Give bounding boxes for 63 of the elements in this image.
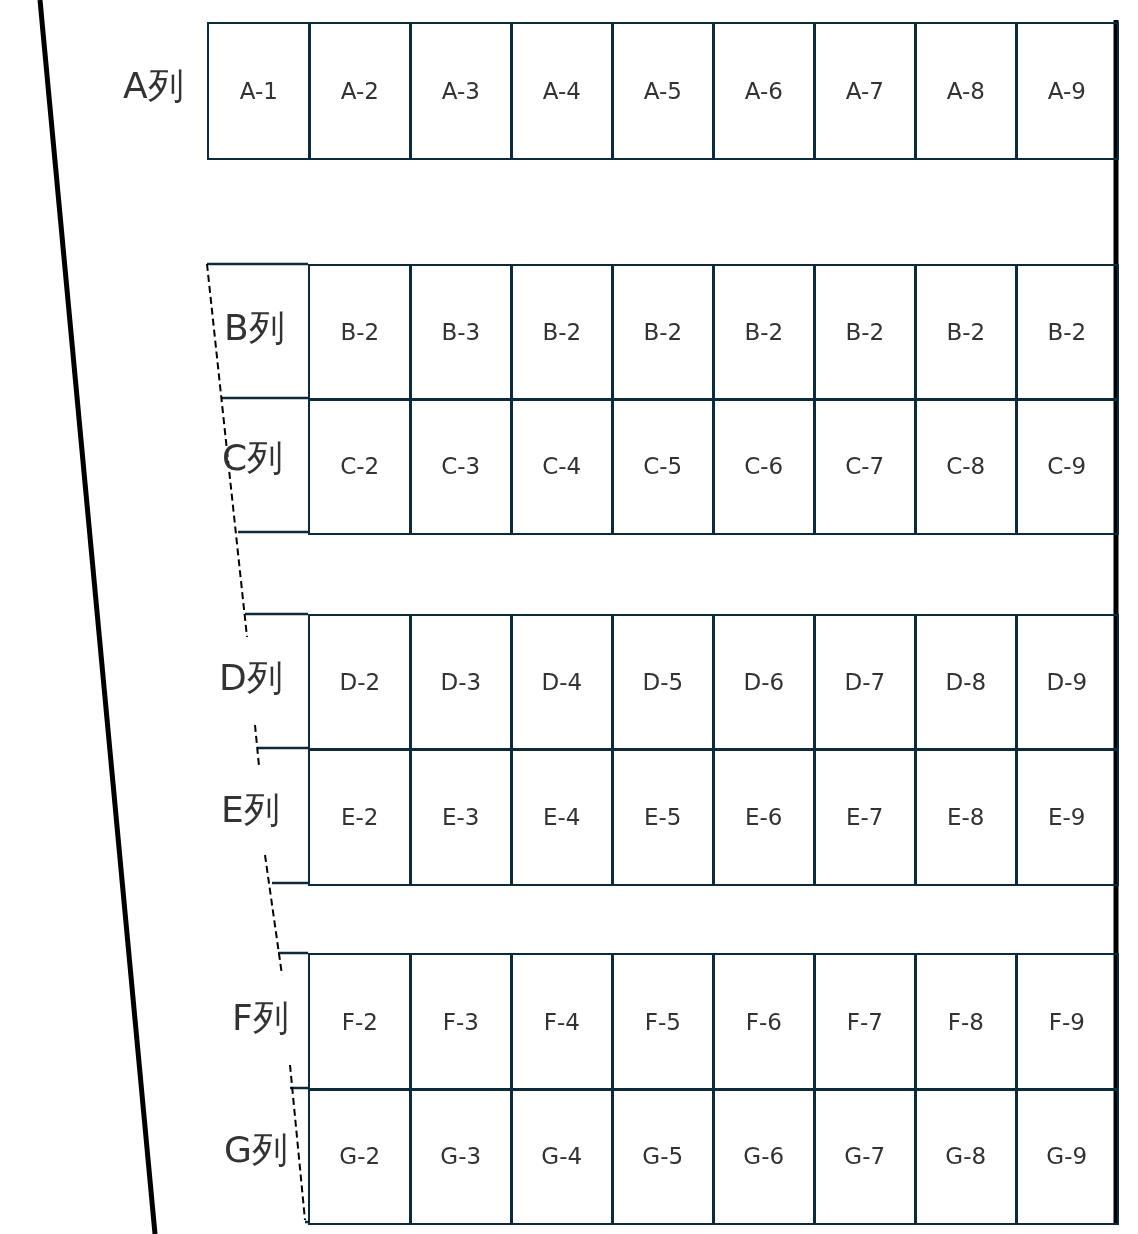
row-label: D列 bbox=[219, 660, 283, 696]
seat-cell: E-2 bbox=[308, 748, 412, 886]
seat-cell: C-8 bbox=[914, 398, 1018, 535]
seat-cell: G-9 bbox=[1015, 1088, 1119, 1225]
seat-cell: F-3 bbox=[409, 953, 513, 1091]
seat-cell: G-8 bbox=[914, 1088, 1018, 1225]
seat-cell: A-2 bbox=[308, 22, 412, 160]
seat-cell: A-5 bbox=[611, 22, 715, 160]
seat-cell: D-8 bbox=[914, 614, 1018, 751]
seat-cell: B-2 bbox=[1015, 264, 1119, 401]
seat-cell: E-8 bbox=[914, 748, 1018, 886]
seat-cell: F-9 bbox=[1015, 953, 1119, 1091]
seat-cell: F-8 bbox=[914, 953, 1018, 1091]
seat-cell: A-9 bbox=[1015, 22, 1119, 160]
seat-cell: A-1 bbox=[207, 22, 311, 160]
row-label: E列 bbox=[221, 792, 280, 828]
seat-cell: F-6 bbox=[712, 953, 816, 1091]
seat-cell: E-7 bbox=[813, 748, 917, 886]
seat-cell: E-3 bbox=[409, 748, 513, 886]
seat-cell: A-4 bbox=[510, 22, 614, 160]
seat-cell: B-2 bbox=[510, 264, 614, 401]
seat-cell: F-2 bbox=[308, 953, 412, 1091]
seat-cell: C-2 bbox=[308, 398, 412, 535]
seat-cell: D-9 bbox=[1015, 614, 1119, 751]
seat-cell: C-9 bbox=[1015, 398, 1119, 535]
seat-cell: A-7 bbox=[813, 22, 917, 160]
seat-cell: D-4 bbox=[510, 614, 614, 751]
seat-cell: E-5 bbox=[611, 748, 715, 886]
seat-cell: G-2 bbox=[308, 1088, 412, 1225]
seat-cell: A-3 bbox=[409, 22, 513, 160]
seat-cell: D-3 bbox=[409, 614, 513, 751]
seat-cell: A-6 bbox=[712, 22, 816, 160]
row-label: G列 bbox=[224, 1132, 288, 1168]
seat-cell: B-2 bbox=[308, 264, 412, 401]
seat-cell: G-4 bbox=[510, 1088, 614, 1225]
seat-cell: D-7 bbox=[813, 614, 917, 751]
seat-cell: B-2 bbox=[712, 264, 816, 401]
seat-cell: C-4 bbox=[510, 398, 614, 535]
seat-cell: B-2 bbox=[611, 264, 715, 401]
seat-cell: E-4 bbox=[510, 748, 614, 886]
seat-cell: C-3 bbox=[409, 398, 513, 535]
seat-cell: C-6 bbox=[712, 398, 816, 535]
seat-cell: G-5 bbox=[611, 1088, 715, 1225]
seat-cell: F-4 bbox=[510, 953, 614, 1091]
row-label: C列 bbox=[222, 440, 284, 476]
seat-cell: D-2 bbox=[308, 614, 412, 751]
seat-cell: B-3 bbox=[409, 264, 513, 401]
seat-cell: D-5 bbox=[611, 614, 715, 751]
seat-cell: B-2 bbox=[813, 264, 917, 401]
row-label: F列 bbox=[232, 1000, 289, 1036]
seat-cell: G-6 bbox=[712, 1088, 816, 1225]
row-label: B列 bbox=[224, 310, 285, 346]
seat-cell: F-7 bbox=[813, 953, 917, 1091]
seat-cell: D-6 bbox=[712, 614, 816, 751]
seat-cell: G-3 bbox=[409, 1088, 513, 1225]
seat-cell: G-7 bbox=[813, 1088, 917, 1225]
seat-cell: E-6 bbox=[712, 748, 816, 886]
seat-cell: F-5 bbox=[611, 953, 715, 1091]
seat-cell: C-7 bbox=[813, 398, 917, 535]
seat-cell: C-5 bbox=[611, 398, 715, 535]
seat-cell: E-9 bbox=[1015, 748, 1119, 886]
seat-cell: A-8 bbox=[914, 22, 1018, 160]
seat-cell: B-2 bbox=[914, 264, 1018, 401]
